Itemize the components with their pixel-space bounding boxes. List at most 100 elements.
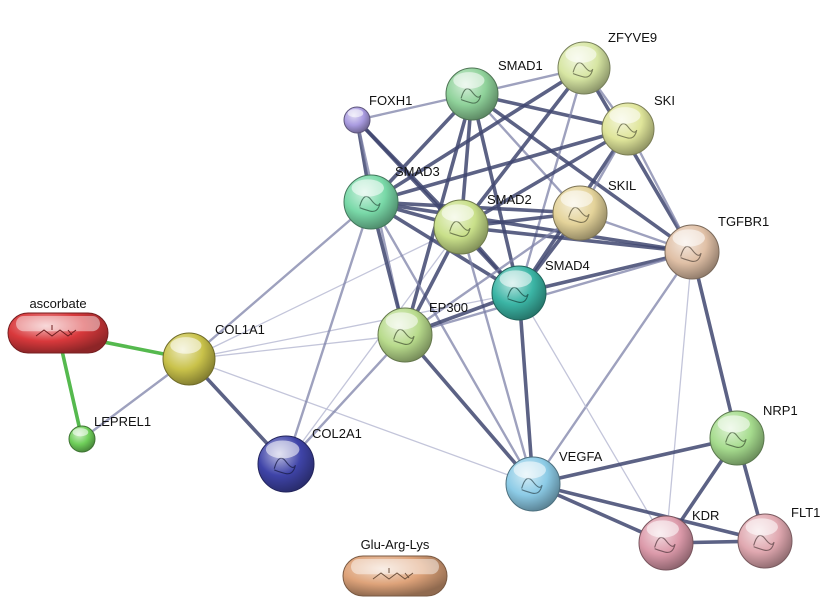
node-highlight: [351, 179, 384, 197]
edge-col2a1-smad3[interactable]: [284, 200, 373, 466]
edge-smad1-tgfbr1[interactable]: [470, 92, 694, 254]
node-tgfbr1[interactable]: TGFBR1: [664, 214, 769, 280]
edge-zfyve9-smad3[interactable]: [369, 66, 586, 204]
edge-smad3-tgfbr1[interactable]: [369, 200, 694, 254]
node-skil[interactable]: SKIL: [552, 178, 636, 241]
edge-tgfbr1-smad4[interactable]: [517, 250, 694, 295]
node-highlight: [745, 518, 778, 536]
node-glu-arg-lys[interactable]: Glu-Arg-Lys: [342, 537, 448, 597]
node-label: FLT1: [791, 505, 820, 520]
edge-ski-smad2[interactable]: [459, 127, 630, 229]
node-highlight: [170, 337, 202, 354]
edge-vegfa-flt1[interactable]: [531, 482, 767, 543]
node-ascorbate[interactable]: ascorbate: [7, 296, 109, 354]
edge-col2a1-smad2[interactable]: [285, 226, 462, 465]
node-body[interactable]: [7, 312, 109, 354]
node-highlight: [672, 229, 705, 247]
edge-tgfbr1-nrp1[interactable]: [690, 250, 739, 440]
node-label: LEPREL1: [94, 414, 151, 429]
node-ski[interactable]: SKI: [601, 93, 675, 156]
node-highlight: [646, 520, 679, 538]
edge-ski-smad3[interactable]: [369, 127, 630, 204]
node-label: SMAD2: [487, 192, 532, 207]
node-highlight: [16, 316, 100, 332]
protein-structure-icon: [507, 286, 529, 303]
node-highlight: [609, 107, 641, 124]
protein-structure-icon: [521, 477, 543, 494]
edge-tgfbr1-kdr[interactable]: [665, 251, 693, 544]
protein-structure-icon: [616, 123, 638, 139]
node-nrp1[interactable]: NRP1: [709, 403, 798, 466]
node-label: COL2A1: [312, 426, 362, 441]
node-label: EP300: [429, 300, 468, 315]
node-highlight: [265, 440, 300, 459]
node-highlight: [385, 312, 418, 330]
edge-col1a1-smad2[interactable]: [188, 226, 462, 360]
node-highlight: [499, 270, 532, 288]
edge-smad4-vegfa[interactable]: [517, 291, 535, 486]
edge-col1a1-smad4[interactable]: [188, 292, 520, 360]
protein-structure-icon: [273, 457, 296, 475]
node-leprel1[interactable]: LEPREL1: [68, 414, 151, 453]
edge-col2a1-ep300[interactable]: [284, 333, 407, 466]
node-vegfa[interactable]: VEGFA: [505, 449, 603, 512]
edge-col1a1-ep300[interactable]: [188, 334, 406, 360]
node-smad3[interactable]: SMAD3: [343, 164, 440, 230]
edge-zfyve9-smad2[interactable]: [459, 66, 586, 229]
node-highlight: [441, 204, 474, 222]
node-label: NRP1: [763, 403, 798, 418]
edge-vegfa-nrp1[interactable]: [531, 436, 739, 486]
node-highlight: [560, 190, 593, 208]
node-highlight: [717, 415, 750, 433]
protein-structure-icon: [572, 62, 594, 78]
node-highlight: [351, 559, 439, 575]
protein-structure-icon: [680, 245, 702, 262]
edge-smad4-kdr[interactable]: [518, 292, 667, 544]
edge-ep300-vegfa[interactable]: [403, 333, 535, 486]
node-kdr[interactable]: KDR: [638, 508, 719, 571]
node-label: Glu-Arg-Lys: [361, 537, 430, 552]
protein-structure-icon: [359, 195, 381, 212]
node-zfyve9[interactable]: ZFYVE9: [557, 30, 657, 95]
node-label: COL1A1: [215, 322, 265, 337]
node-label: VEGFA: [559, 449, 603, 464]
edge-zfyve9-tgfbr1[interactable]: [582, 66, 694, 254]
protein-structure-icon: [725, 431, 747, 448]
node-col1a1[interactable]: COL1A1: [162, 322, 265, 386]
node-label: SMAD1: [498, 58, 543, 73]
node-label: SMAD3: [395, 164, 440, 179]
node-smad2[interactable]: SMAD2: [433, 192, 532, 255]
node-label: SMAD4: [545, 258, 590, 273]
edge-smad2-vegfa[interactable]: [459, 225, 535, 486]
node-smad1[interactable]: SMAD1: [445, 58, 543, 121]
edge-skil-ep300[interactable]: [403, 211, 582, 337]
node-col2a1[interactable]: COL2A1: [257, 426, 362, 493]
edge-tgfbr1-vegfa[interactable]: [531, 250, 694, 486]
node-smad4[interactable]: SMAD4: [491, 258, 590, 321]
edge-col1a1-vegfa[interactable]: [188, 358, 534, 485]
protein-structure-icon: [393, 328, 415, 345]
node-highlight: [565, 46, 597, 63]
node-body[interactable]: [342, 555, 448, 597]
protein-structure-icon: [753, 534, 775, 551]
edge-col1a1-smad3[interactable]: [187, 200, 373, 361]
protein-structure-icon: [654, 536, 676, 553]
edge-tgfbr1-ep300[interactable]: [403, 250, 694, 337]
node-label: SKIL: [608, 178, 636, 193]
node-label: SKI: [654, 93, 675, 108]
edge-zfyve9-smad4[interactable]: [517, 66, 586, 295]
node-label: ZFYVE9: [608, 30, 657, 45]
edge-layer: [56, 66, 767, 545]
node-foxh1[interactable]: FOXH1: [343, 93, 412, 134]
edge-smad3-vegfa[interactable]: [369, 200, 535, 486]
node-highlight: [347, 109, 364, 118]
node-label: FOXH1: [369, 93, 412, 108]
node-flt1[interactable]: FLT1: [737, 505, 820, 569]
node-highlight: [513, 461, 546, 479]
node-label: ascorbate: [29, 296, 86, 311]
node-label: KDR: [692, 508, 719, 523]
node-ep300[interactable]: EP300: [377, 300, 468, 363]
protein-structure-icon: [449, 220, 471, 237]
